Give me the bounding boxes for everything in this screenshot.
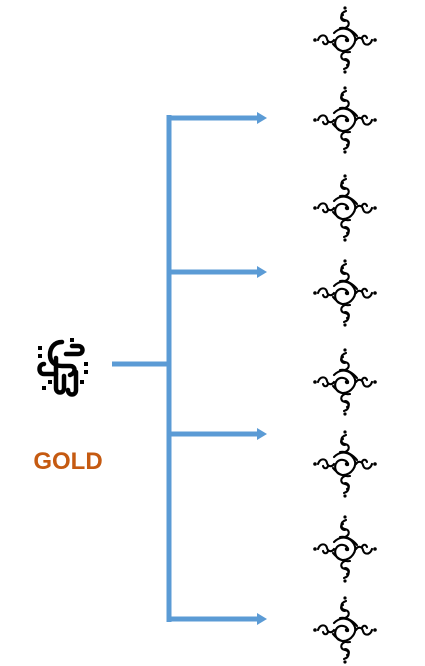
leaf-icon-column [312, 5, 378, 665]
root-label: GOLD [33, 448, 103, 475]
branch-connectors [112, 112, 267, 625]
ornamental-fleuron-icon [312, 173, 378, 243]
ornamental-fleuron-icon [312, 514, 378, 584]
ornamental-fleuron-icon [312, 347, 378, 417]
ornamental-fleuron-icon [312, 258, 378, 328]
ornamental-fleuron-icon [312, 429, 378, 499]
ornamental-fleuron-icon [312, 85, 378, 155]
ornamental-fleuron-icon [312, 5, 378, 75]
interlaced-knot-icon [38, 338, 88, 395]
ornamental-fleuron-icon [312, 595, 378, 665]
